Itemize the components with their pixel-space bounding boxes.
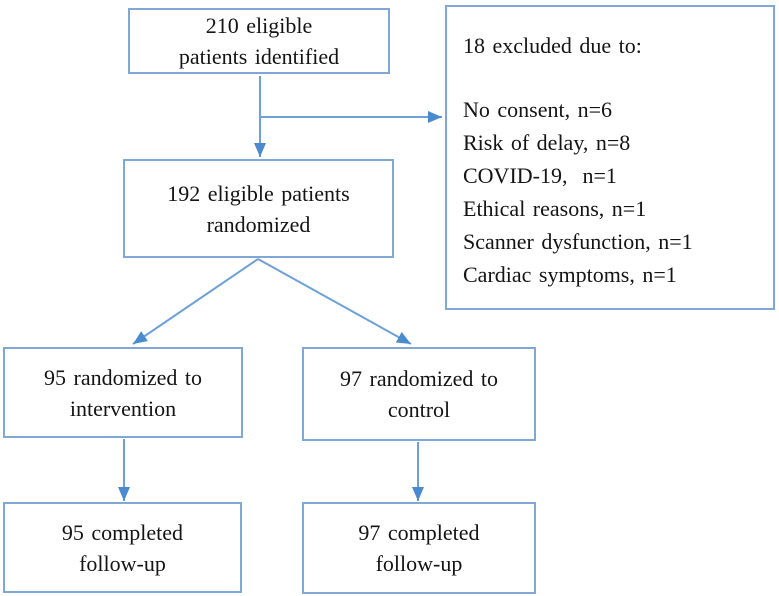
box-text-line: follow-up [79,550,166,576]
box-excluded: 18 excluded due to: No consent, n=6 Risk… [445,5,775,310]
box-text-line: intervention [69,395,177,421]
box-text-line: 95 completed [61,519,184,545]
arrow-randomized-to-control [257,258,412,345]
excluded-reason: Cardiac symptoms, n=1 [463,262,677,287]
box-eligible-identified: 210 eligible patients identified [128,8,390,74]
box-randomized-control: 97 randomized to control [302,347,536,441]
box-text-line: 97 randomized to [340,366,498,391]
box-text-line: patients identified [178,44,340,69]
box-text-line: follow-up [375,551,463,576]
box-text-line: 210 eligible [205,13,313,38]
box-text-line: control [387,397,451,422]
box-control-followup: 97 completed follow-up [302,502,536,594]
box-text-line: 97 completed [358,520,480,545]
excluded-reason: COVID-19, n=1 [463,163,617,188]
box-eligible-randomized: 192 eligible patients randomized [123,159,394,258]
excluded-reason: Scanner dysfunction, n=1 [463,229,693,254]
box-text-line: randomized [206,211,311,237]
box-randomized-intervention: 95 randomized to intervention [3,347,243,438]
excluded-reason: Ethical reasons, n=1 [463,196,647,221]
box-text-line: 95 randomized to [44,364,202,390]
arrow-randomized-to-intervention [132,258,259,345]
box-intervention-followup: 95 completed follow-up [3,502,242,593]
excluded-reason: No consent, n=6 [463,97,612,122]
excluded-reason: Risk of delay, n=8 [463,130,631,155]
box-text-line: 192 eligible patients [167,180,350,206]
excluded-title: 18 excluded due to: [463,33,642,58]
